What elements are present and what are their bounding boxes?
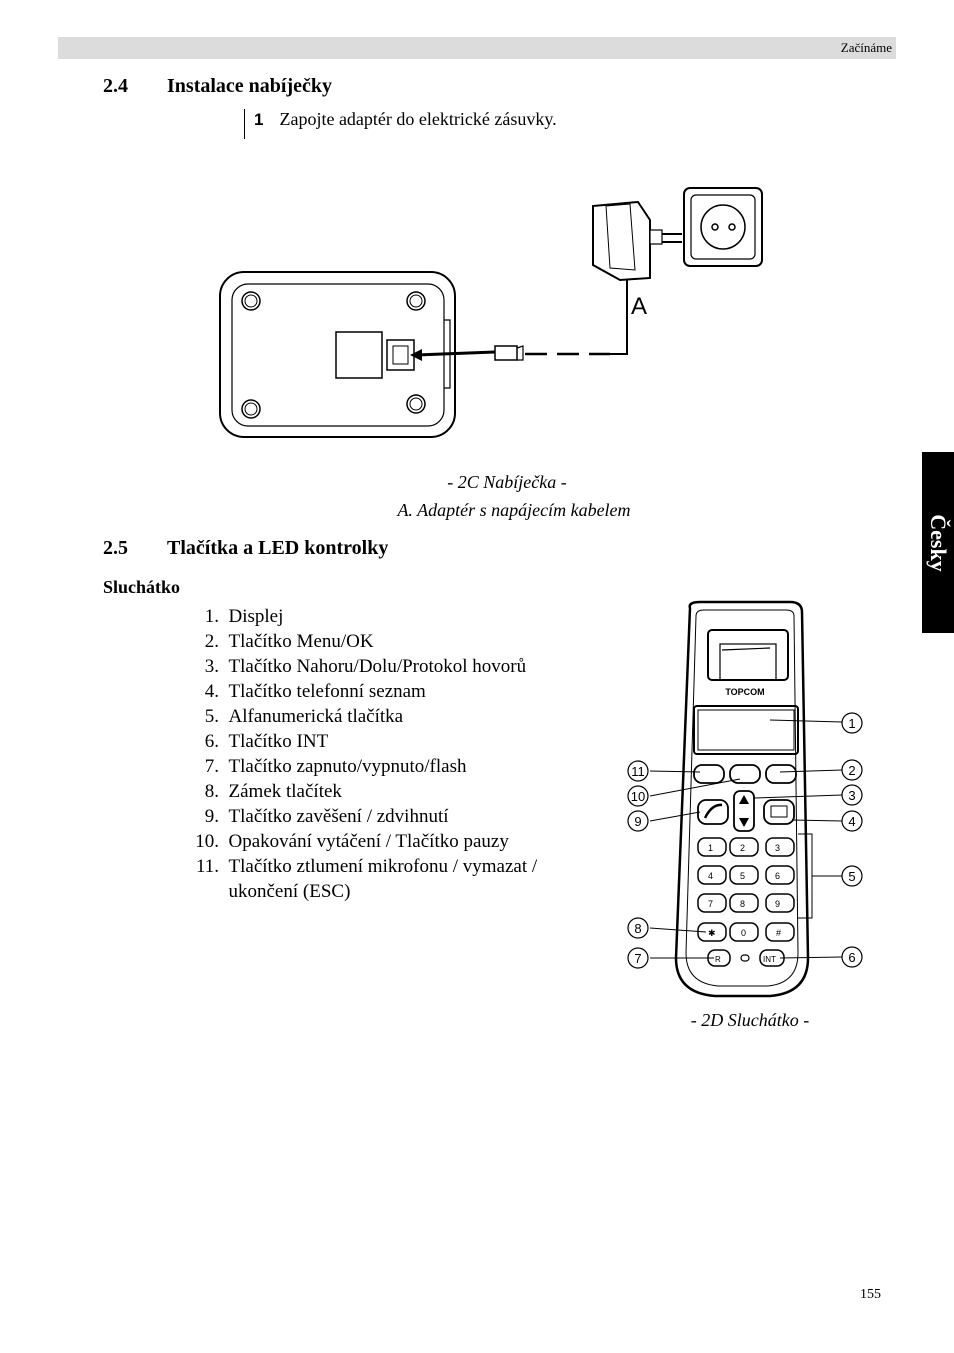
header-bar: Začínáme	[58, 37, 896, 59]
section-number: 2.4	[103, 75, 128, 97]
figure-2c-legend: A. Adaptér s napájecím kabelem	[397, 500, 631, 520]
brand-logo: TOPCOM	[725, 687, 764, 697]
svg-text:4: 4	[848, 814, 855, 829]
step-1: 1 Zapojte adaptér do elektrické zásuvky.	[244, 109, 557, 139]
keypad: 1 2 3 4 5 6 7 8 9 0 # ✱	[697, 837, 795, 942]
list-item: 8. Zámek tlačítek	[204, 781, 342, 802]
language-tab-label: Česky	[926, 513, 951, 572]
section-number: 2.5	[103, 537, 128, 559]
step-text: Zapojte adaptér do elektrické zásuvky.	[279, 109, 557, 129]
handset-parts-list: 1. Displej 2. Tlačítko Menu/OK 3. Tlačít…	[186, 604, 569, 904]
svg-text:7: 7	[708, 899, 713, 909]
redial-key	[729, 764, 761, 784]
step-number: 1	[254, 110, 264, 129]
phonebook-key	[763, 799, 795, 825]
language-tab: Česky	[922, 452, 954, 633]
svg-text:8: 8	[740, 899, 745, 909]
subheading-handset: Sluchátko	[103, 577, 181, 597]
svg-text:1: 1	[708, 843, 713, 853]
svg-text:3: 3	[848, 788, 855, 803]
figure-2d-caption: - 2D Sluchátko -	[690, 1010, 810, 1030]
svg-text:#: #	[776, 928, 781, 938]
svg-text:7: 7	[634, 951, 641, 966]
svg-text:2: 2	[740, 843, 745, 853]
list-item: 11. Tlačítko ztlumení mikrofonu / vymaza…	[195, 856, 538, 902]
handset-illustration: TOPCOM 1 2 3 4 5 6 7 8 9 0 # ✱	[627, 600, 863, 998]
page-number: 155	[860, 1287, 881, 1302]
svg-text:✱: ✱	[708, 928, 716, 938]
svg-text:6: 6	[848, 950, 855, 965]
svg-text:8: 8	[634, 921, 641, 936]
svg-text:11: 11	[631, 764, 645, 779]
list-item: 9. Tlačítko zavěšení / zdvihnutí	[204, 806, 449, 827]
section-title: Tlačítka a LED kontrolky	[167, 537, 389, 559]
figure-2c-caption: - 2C Nabíječka -	[447, 472, 567, 492]
section-heading-2-4: 2.4 Instalace nabíječky	[103, 75, 332, 98]
svg-text:2: 2	[848, 763, 855, 778]
list-item: 4. Tlačítko telefonní seznam	[204, 681, 426, 702]
list-item: 3. Tlačítko Nahoru/Dolu/Protokol hovorů	[204, 656, 527, 677]
svg-text:1: 1	[848, 716, 855, 731]
svg-text:4: 4	[708, 871, 713, 881]
svg-text:10: 10	[631, 789, 645, 804]
label-a: A	[631, 293, 647, 320]
svg-text:0: 0	[741, 928, 746, 938]
list-item: 6. Tlačítko INT	[204, 731, 329, 752]
r-key-label: R	[715, 955, 721, 964]
list-item: 1. Displej	[204, 606, 284, 627]
section-title: Instalace nabíječky	[167, 75, 332, 97]
charger-illustration: A	[219, 187, 763, 438]
svg-text:5: 5	[848, 869, 855, 884]
int-key-label: INT	[763, 955, 776, 964]
svg-text:9: 9	[775, 899, 780, 909]
section-heading-2-5: 2.5 Tlačítka a LED kontrolky	[103, 537, 388, 560]
menu-ok-key	[765, 764, 797, 784]
list-item: 2. Tlačítko Menu/OK	[204, 631, 374, 652]
list-item: 10. Opakování vytáčení / Tlačítko pauzy	[195, 831, 509, 852]
list-item: 5. Alfanumerická tlačítka	[204, 706, 404, 727]
up-down-key	[733, 790, 755, 832]
mute-esc-key	[693, 764, 725, 784]
svg-text:9: 9	[634, 814, 641, 829]
list-item: 7. Tlačítko zapnuto/vypnuto/flash	[204, 756, 467, 777]
talk-key	[697, 799, 729, 825]
svg-text:6: 6	[775, 871, 780, 881]
header-section: Začínáme	[840, 40, 892, 55]
svg-text:3: 3	[775, 843, 780, 853]
svg-text:5: 5	[740, 871, 745, 881]
callout-labels: 1 2 3 4 5 6 7 8 9 10 11	[631, 716, 856, 966]
